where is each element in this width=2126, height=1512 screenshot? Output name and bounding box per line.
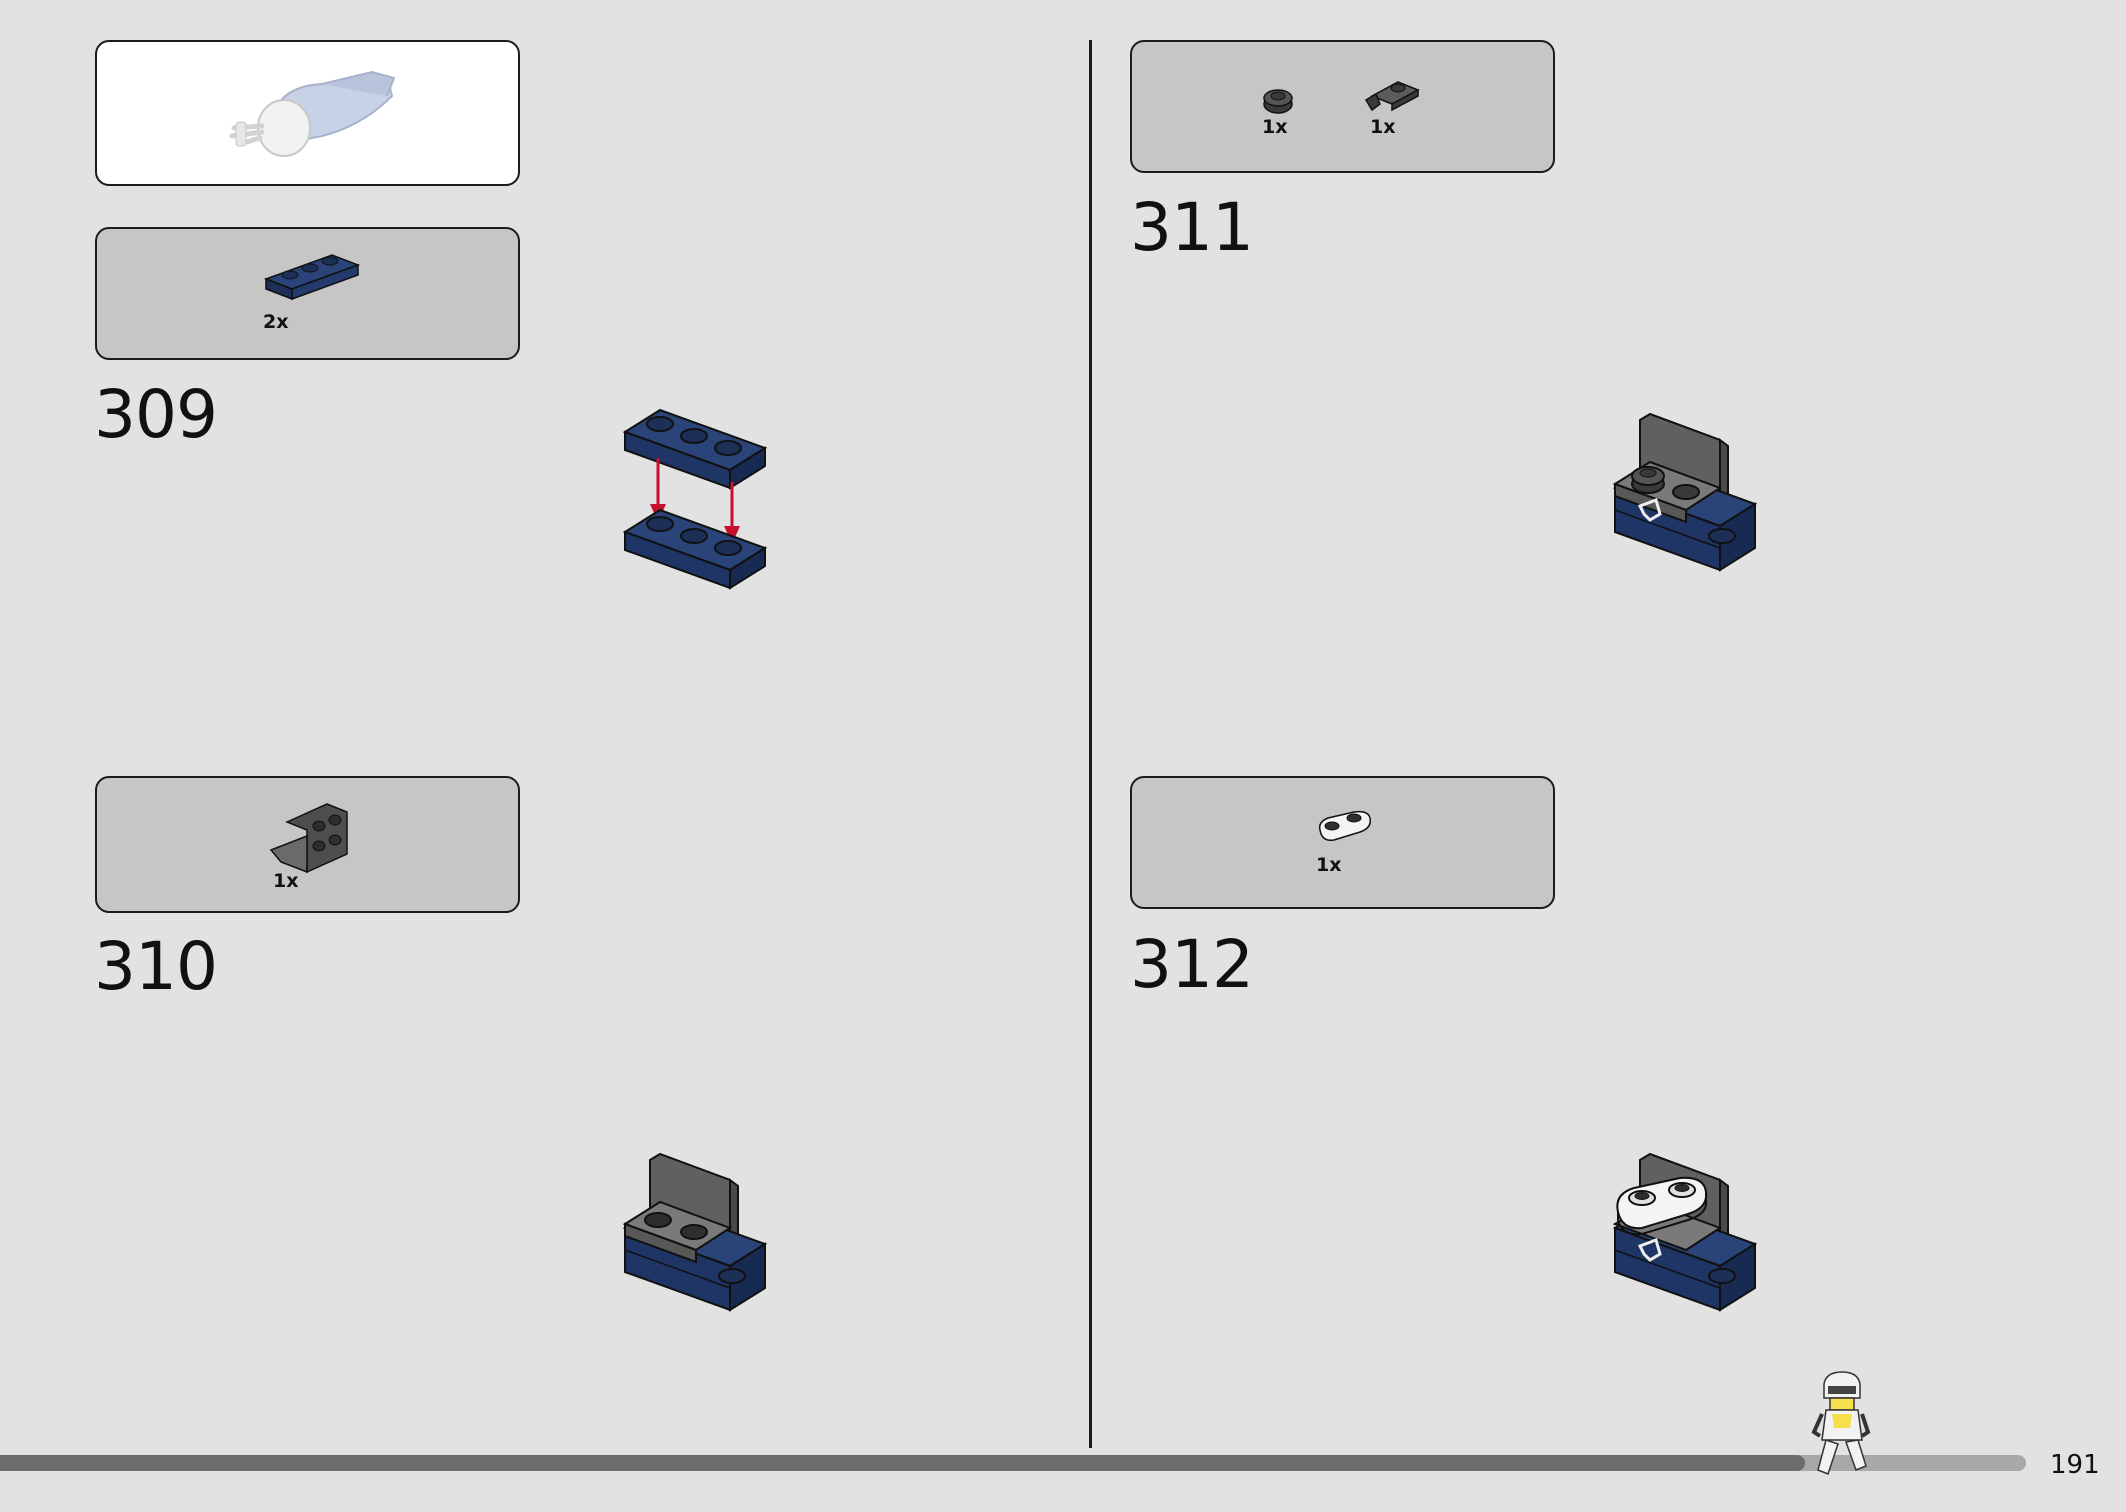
dark-grey-round-plate-icon: [1263, 89, 1293, 114]
progress-bar: [0, 1455, 2026, 1471]
parts-box-312: 1x: [1130, 776, 1555, 909]
submodel-preview-box: [95, 40, 520, 186]
part-quantity: 2x: [263, 311, 289, 333]
progress-bar-fill: [0, 1455, 1805, 1471]
step-312-assembly: [1612, 1152, 1758, 1312]
step-310-assembly: [622, 1152, 768, 1312]
part-quantity: 1x: [1262, 116, 1288, 138]
page-divider: [1089, 40, 1092, 1448]
step-number-309: 309: [94, 376, 218, 453]
dark-grey-clip-plate-icon: [1364, 81, 1420, 112]
dark-blue-plate-1x3-icon: [622, 408, 768, 490]
minifigure-icon: [1811, 1371, 1871, 1475]
white-plate-1x2-rounded-icon: [1318, 810, 1372, 842]
parts-box-309: 2x: [95, 227, 520, 360]
dark-blue-plate-1x3-icon: [263, 254, 361, 301]
parts-box-310: 1x: [95, 776, 520, 913]
step-309-assembly: [622, 408, 768, 590]
step-number-310: 310: [94, 928, 218, 1005]
submodel-preview-icon: [229, 70, 396, 157]
part-quantity: 1x: [1370, 116, 1396, 138]
part-quantity: 1x: [1316, 854, 1342, 876]
dark-blue-plate-1x3-icon: [622, 508, 768, 590]
step-311-assembly: [1612, 412, 1758, 572]
part-quantity: 1x: [273, 870, 299, 892]
step-number-311: 311: [1130, 189, 1254, 266]
parts-box-311: 1x 1x: [1130, 40, 1555, 173]
step-number-312: 312: [1130, 926, 1254, 1003]
page-number: 191: [2050, 1450, 2100, 1480]
dark-grey-bracket-2x2-icon: [269, 803, 348, 874]
